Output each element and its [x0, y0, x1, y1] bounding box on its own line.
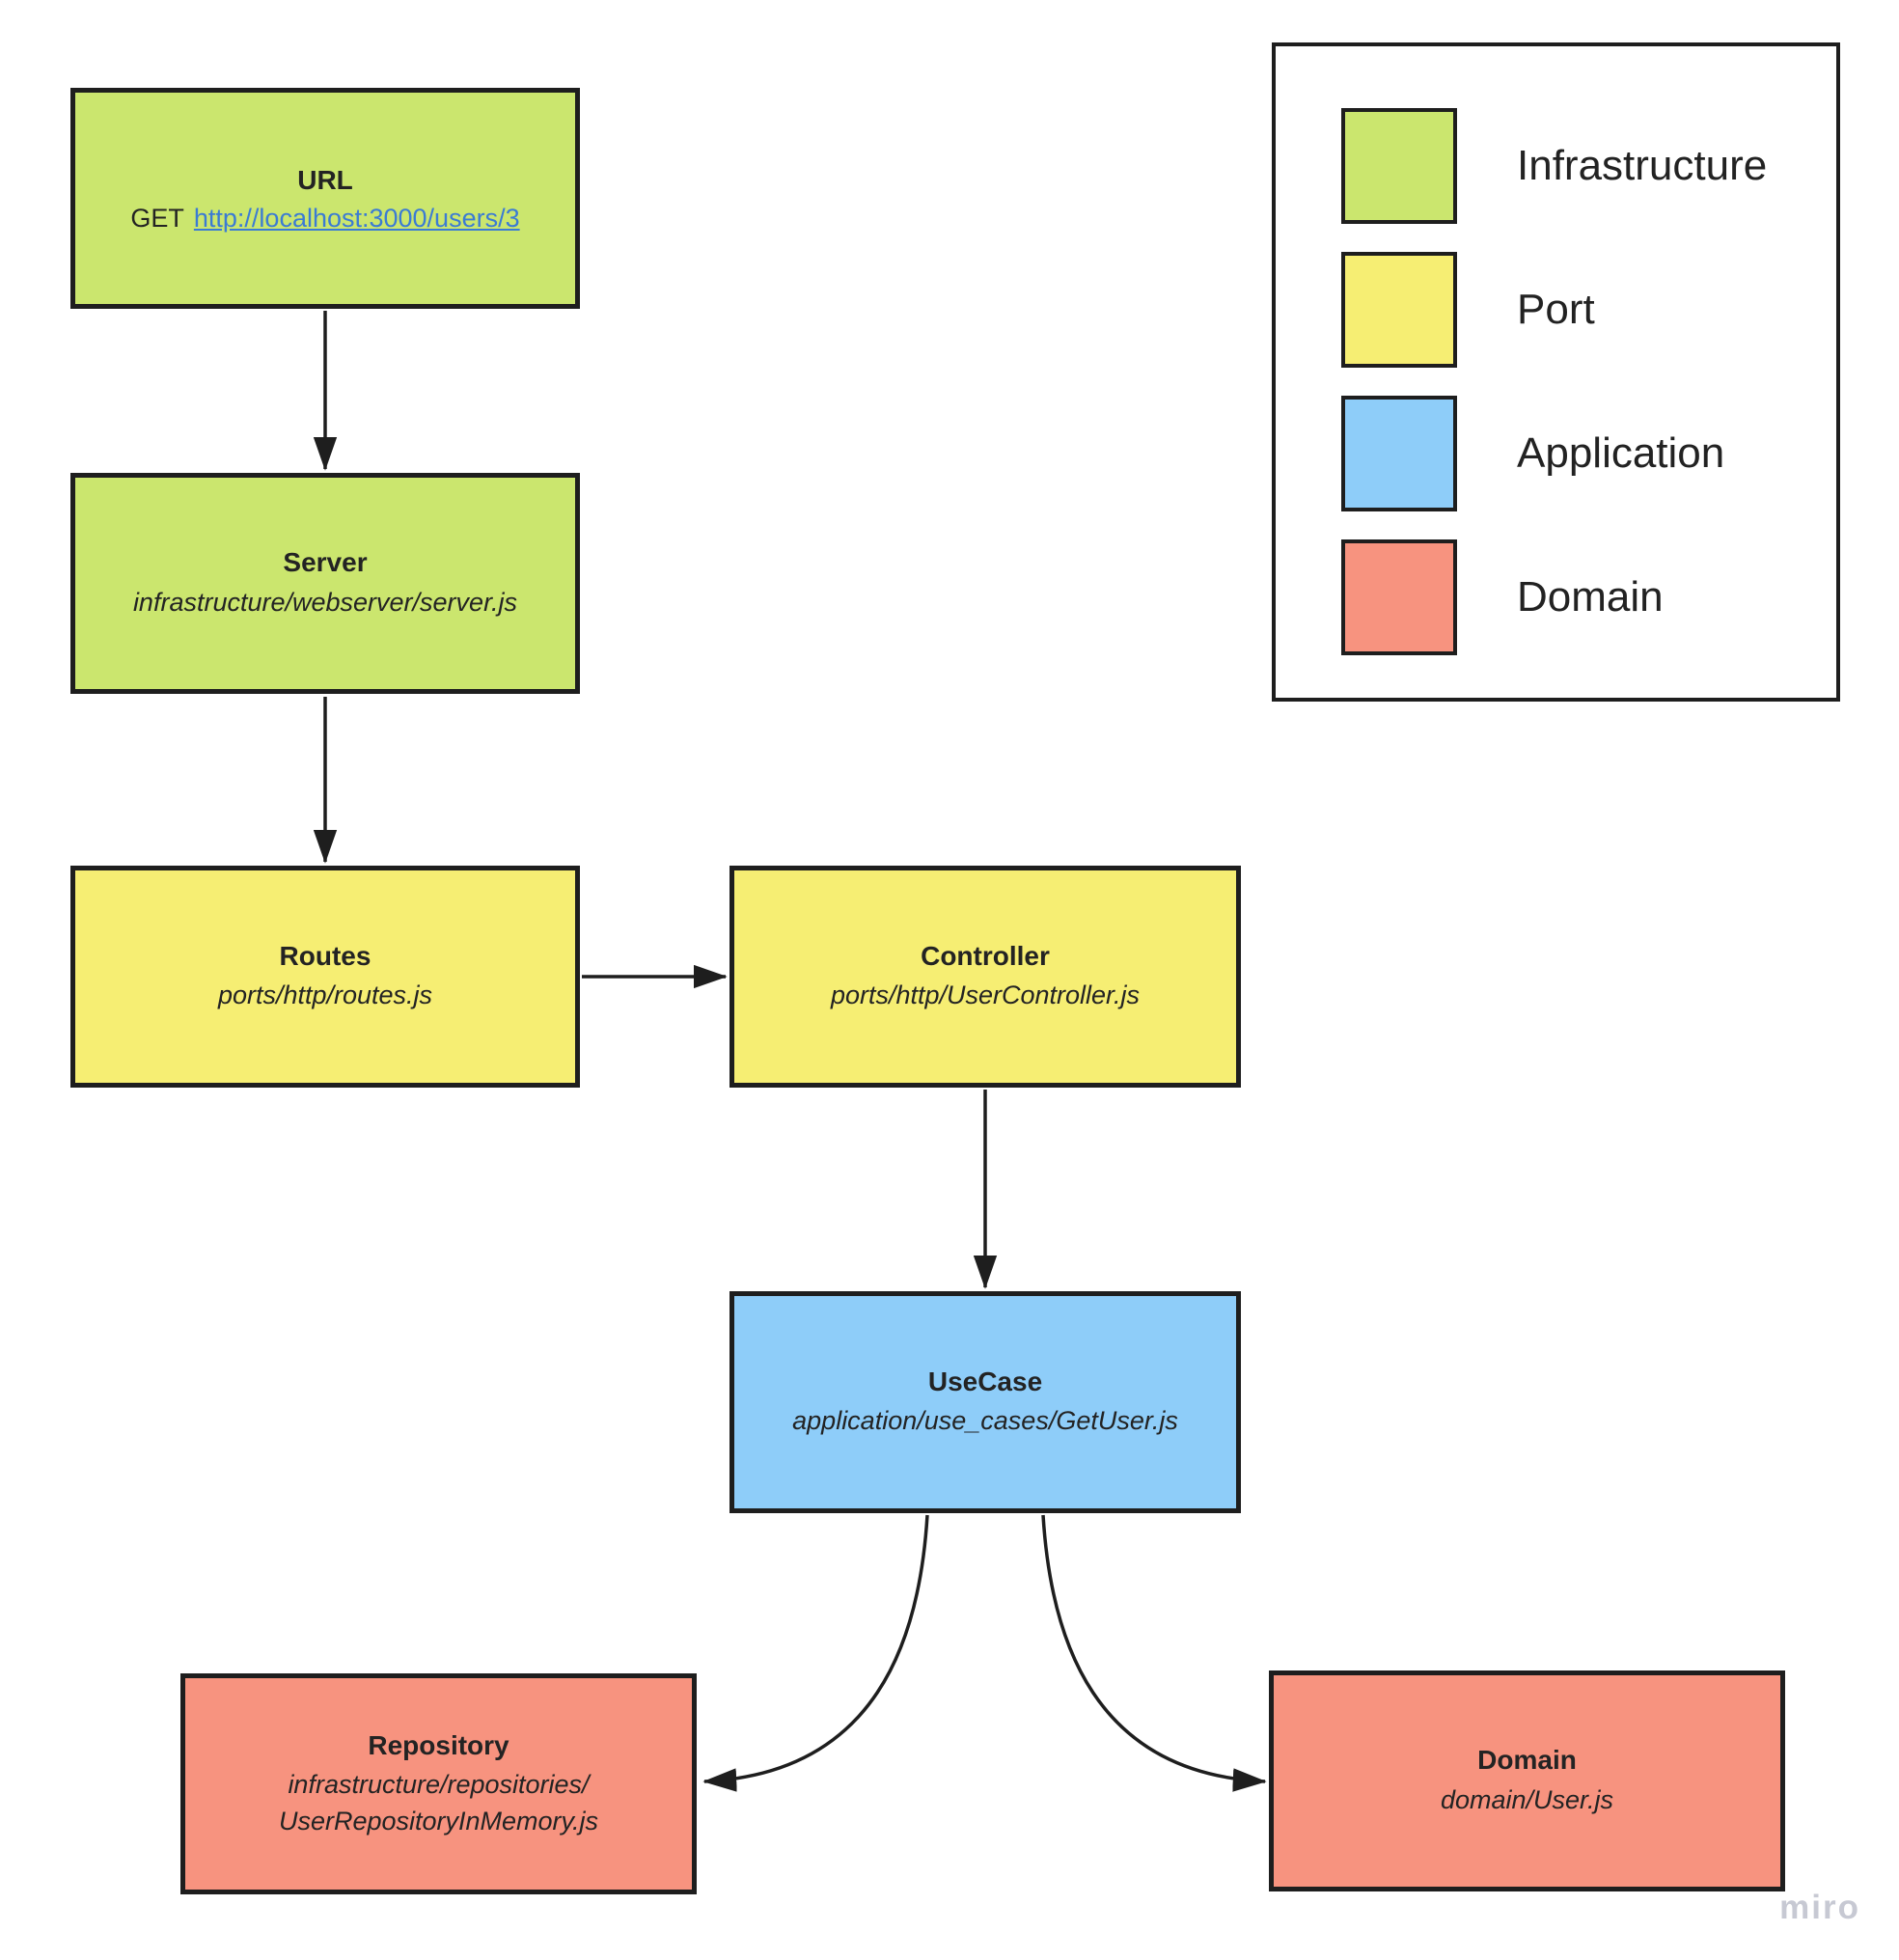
legend-row-application: Application [1341, 395, 1836, 512]
server-node-path: infrastructure/webserver/server.js [132, 587, 518, 617]
url-link[interactable]: http://localhost:3000/users/3 [193, 204, 520, 234]
repository-node-path-line-1: infrastructure/repositories/ [288, 1769, 590, 1799]
domain-node-title: Domain [1477, 1745, 1577, 1776]
usecase-node-path: application/use_cases/GetUser.js [792, 1406, 1178, 1436]
routes-node[interactable]: Routes ports/http/routes.js [70, 866, 580, 1088]
legend-row-port: Port [1341, 251, 1836, 369]
server-node[interactable]: Server infrastructure/webserver/server.j… [70, 473, 580, 694]
port-color-swatch [1341, 252, 1457, 368]
domain-color-swatch [1341, 539, 1457, 655]
legend-row-domain: Domain [1341, 538, 1836, 656]
legend-row-infrastructure: Infrastructure [1341, 107, 1836, 225]
legend-label-application: Application [1517, 429, 1725, 477]
controller-node-path: ports/http/UserController.js [830, 980, 1141, 1010]
domain-node[interactable]: Domain domain/User.js [1269, 1670, 1785, 1891]
legend-box[interactable]: Infrastructure Port Application Domain [1272, 42, 1840, 702]
legend-label-infrastructure: Infrastructure [1517, 142, 1768, 189]
routes-node-title: Routes [279, 940, 372, 971]
routes-node-path: ports/http/routes.js [217, 980, 433, 1010]
legend-label-domain: Domain [1517, 573, 1664, 621]
server-node-title: Server [283, 547, 368, 578]
repository-node-path-line-2: UserRepositoryInMemory.js [278, 1806, 599, 1836]
url-node-request-line: GET http://localhost:3000/users/3 [130, 204, 519, 234]
repository-node-title: Repository [368, 1729, 509, 1760]
miro-watermark: miro [1779, 1889, 1860, 1926]
application-color-swatch [1341, 396, 1457, 511]
controller-node-title: Controller [921, 940, 1050, 971]
infrastructure-color-swatch [1341, 108, 1457, 224]
usecase-node-title: UseCase [927, 1366, 1043, 1396]
legend-label-port: Port [1517, 286, 1595, 333]
url-node-title: URL [297, 164, 353, 195]
arrow-usecase-to-repository [702, 1514, 929, 1792]
repository-node[interactable]: Repository infrastructure/repositories/ … [180, 1673, 697, 1894]
arrow-usecase-to-domain [1041, 1514, 1267, 1792]
url-node[interactable]: URL GET http://localhost:3000/users/3 [70, 88, 580, 309]
usecase-node[interactable]: UseCase application/use_cases/GetUser.js [729, 1291, 1241, 1513]
http-method-label: GET [130, 204, 184, 234]
controller-node[interactable]: Controller ports/http/UserController.js [729, 866, 1241, 1088]
domain-node-path: domain/User.js [1440, 1784, 1614, 1814]
